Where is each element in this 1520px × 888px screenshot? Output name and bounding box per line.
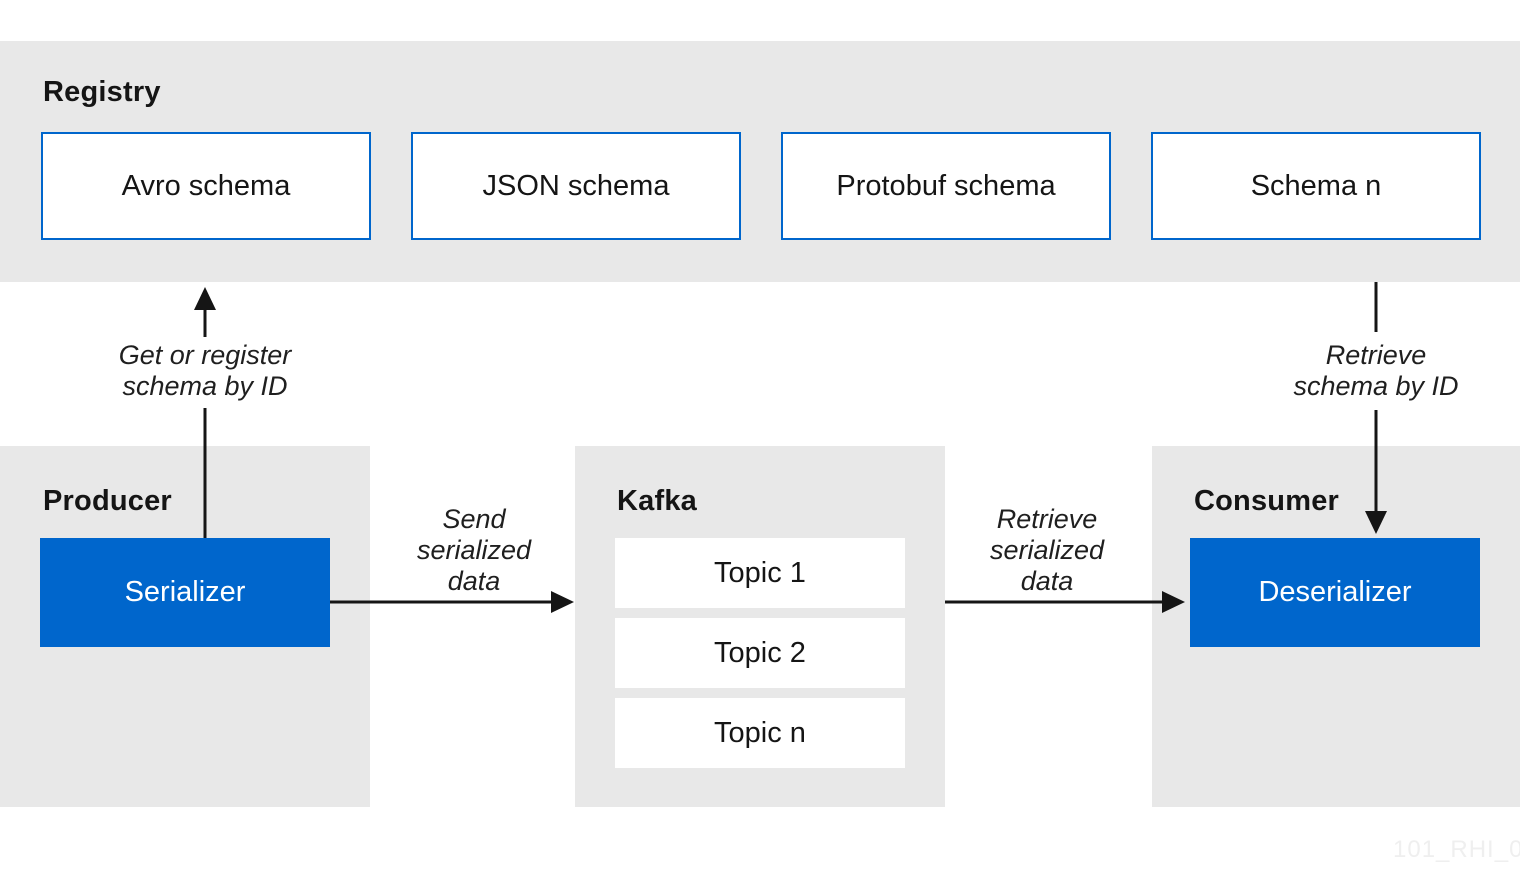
label-line: serialized (989, 535, 1105, 565)
label-line: schema by ID (122, 371, 288, 401)
schema-box-json: JSON schema (411, 132, 741, 240)
label-line: Get or register (118, 340, 292, 370)
topic-n-label: Topic n (714, 716, 806, 749)
schema-box-n-label: Schema n (1250, 169, 1382, 202)
label-line: Send (442, 504, 506, 534)
kafka-title: Kafka (617, 485, 697, 517)
label-line: schema by ID (1293, 371, 1459, 401)
label-line: serialized (416, 535, 532, 565)
schema-box-protobuf: Protobuf schema (781, 132, 1111, 240)
label-send-serialized-data: Send serialized data (364, 504, 584, 597)
label-retrieve-serialized-data: Retrieve serialized data (937, 504, 1157, 597)
deserializer-label: Deserializer (1258, 576, 1412, 608)
producer-title: Producer (43, 485, 172, 517)
schema-box-avro-label: Avro schema (121, 169, 291, 202)
label-line: Retrieve (1325, 340, 1427, 370)
topic-1-label: Topic 1 (714, 556, 806, 589)
label-line: data (1020, 566, 1074, 596)
serializer-box: Serializer (40, 538, 330, 647)
serializer-label: Serializer (124, 576, 246, 608)
deserializer-box: Deserializer (1190, 538, 1480, 647)
label-get-or-register-schema: Get or register schema by ID (45, 340, 365, 402)
topic-box-2: Topic 2 (615, 618, 905, 688)
topic-box-n: Topic n (615, 698, 905, 768)
registry-title: Registry (43, 76, 161, 108)
schema-box-protobuf-label: Protobuf schema (836, 169, 1056, 202)
label-retrieve-schema-by-id: Retrieve schema by ID (1216, 340, 1520, 402)
consumer-title: Consumer (1194, 485, 1340, 517)
arrowhead-up-icon (194, 287, 216, 310)
label-line: data (447, 566, 501, 596)
topic-box-1: Topic 1 (615, 538, 905, 608)
schema-box-avro: Avro schema (41, 132, 371, 240)
topic-2-label: Topic 2 (714, 636, 806, 669)
label-line: Retrieve (996, 504, 1098, 534)
watermark: 101_RHI_0620 (1393, 836, 1520, 863)
schema-box-n: Schema n (1151, 132, 1481, 240)
schema-box-json-label: JSON schema (482, 169, 670, 202)
